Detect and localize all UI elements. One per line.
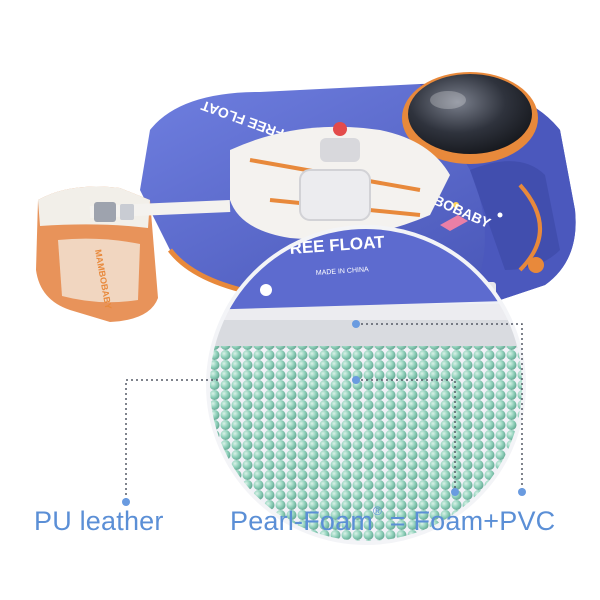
orange-armrest: MAMBOBABY [36, 186, 158, 322]
astronaut-helmet [402, 72, 538, 164]
pearl-foam-text: Pearl-Foam [230, 506, 374, 536]
registered-mark: ® [373, 504, 383, 518]
callout-pointers [122, 320, 526, 506]
pearl-foam-label: Pearl-Foam® = Foam+PVC [230, 504, 556, 537]
magnifier-print-made-in: MADE IN CHINA [316, 266, 370, 277]
pu-leather-text: PU leather [34, 506, 164, 536]
safety-strap [89, 200, 231, 222]
pu-leather-label: PU leather [34, 506, 164, 537]
astronaut-suit-panel [230, 122, 450, 240]
pearl-foam-formula: = Foam+PVC [382, 506, 556, 536]
